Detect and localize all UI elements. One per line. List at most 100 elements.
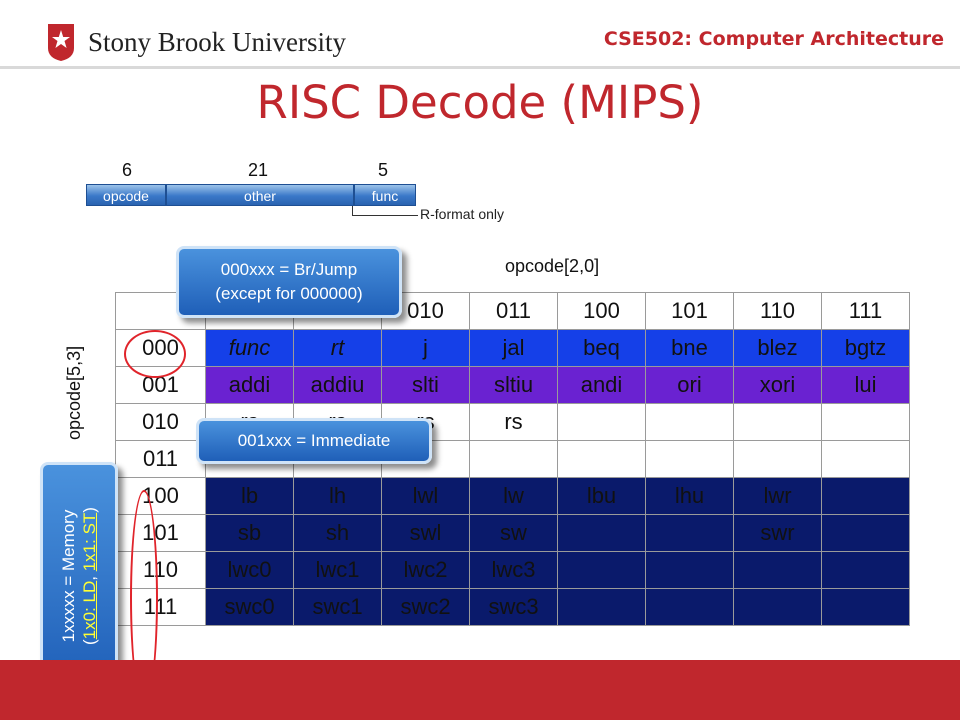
func-bit-width: 5 [378,160,389,180]
header-divider [0,66,960,69]
table-cell: sltiu [469,366,558,404]
func-field: func [354,184,416,206]
column-axis-label: opcode[2,0] [505,256,600,276]
r-format-bracket-line [352,215,418,216]
table-cell: swl [381,514,470,552]
table-cell: beq [557,329,646,367]
table-cell: lwl [381,477,470,515]
row-axis-label: opcode[5,3] [64,345,84,440]
table-cell: lui [821,366,910,404]
memory-callout: 1xxxxx = Memory (1x0: LD, 1x1: ST) [40,462,118,690]
memory-callout-line1: 1xxxxx = Memory [59,509,78,643]
row-header: 111 [115,588,206,626]
immediate-callout: 001xxx = Immediate [196,418,432,464]
table-cell: jal [469,329,558,367]
row-header: 101 [115,514,206,552]
table-cell [645,440,734,478]
table-cell: rt [293,329,382,367]
table-cell [733,551,822,589]
table-cell: lwc1 [293,551,382,589]
table-cell [645,588,734,626]
table-cell [645,403,734,441]
table-cell: lw [469,477,558,515]
table-cell: swr [733,514,822,552]
table-cell: swc0 [205,588,294,626]
table-cell: lhu [645,477,734,515]
separator: , [80,571,99,581]
row-header: 110 [115,551,206,589]
column-header: 011 [469,292,558,330]
table-cell: swc1 [293,588,382,626]
table-cell: sw [469,514,558,552]
table-cell: ori [645,366,734,404]
column-header: 100 [557,292,646,330]
opcode-bit-width: 6 [122,160,133,180]
memory-callout-line2: (1x0: LD, 1x1: ST) [79,471,100,681]
table-cell: func [205,329,294,367]
memory-callout-text: 1xxxxx = Memory (1x0: LD, 1x1: ST) [58,471,100,681]
table-cell [821,477,910,515]
r-format-bracket [352,206,353,216]
table-cell: bne [645,329,734,367]
table-cell [645,514,734,552]
paren-open: ( [80,639,99,645]
table-cell: lwr [733,477,822,515]
footer-band [0,660,960,720]
row-000-highlight-circle [124,330,186,378]
table-cell: sh [293,514,382,552]
university-name: Stony Brook University [88,27,347,57]
table-cell [557,440,646,478]
column-header: 111 [821,292,910,330]
table-cell [469,440,558,478]
table-cell [557,588,646,626]
column-header: 101 [645,292,734,330]
table-cell [821,514,910,552]
table-row: 100 lb lh lwl lw lbu lhu lwr [115,477,910,515]
table-cell [733,440,822,478]
store-pattern: 1x1: ST [80,512,99,572]
table-cell [557,514,646,552]
table-cell [645,551,734,589]
table-cell: swc3 [469,588,558,626]
branch-jump-callout: 000xxx = Br/Jump (except for 000000) [176,246,402,318]
university-seal-icon [48,24,74,61]
row-header: 010 [115,403,206,441]
load-pattern: 1x0: LD [80,580,99,640]
table-row: 000 func rt j jal beq bne blez bgtz [115,329,910,367]
table-cell [821,403,910,441]
table-cell [557,551,646,589]
table-cell [821,440,910,478]
opcode-field: opcode [86,184,166,206]
table-cell [733,403,822,441]
table-cell: xori [733,366,822,404]
row-header: 011 [115,440,206,478]
table-cell: j [381,329,470,367]
table-cell: addiu [293,366,382,404]
table-row: 101 sb sh swl sw swr [115,514,910,552]
table-cell: blez [733,329,822,367]
slide-title: RISC Decode (MIPS) [256,76,704,129]
table-row: 111 swc0 swc1 swc2 swc3 [115,588,910,626]
branch-jump-callout-line1: 000xxx = Br/Jump [220,260,358,279]
table-cell: lh [293,477,382,515]
table-cell: andi [557,366,646,404]
r-format-note: R-format only [420,206,505,222]
table-cell [733,588,822,626]
table-cell [821,588,910,626]
table-cell: lwc0 [205,551,294,589]
table-cell: slti [381,366,470,404]
table-cell: addi [205,366,294,404]
university-logo: Stony Brook University [46,22,346,62]
branch-jump-callout-line2: (except for 000000) [215,284,363,303]
row-header: 100 [115,477,206,515]
paren-close: ) [80,507,99,513]
table-cell: lbu [557,477,646,515]
other-bit-width: 21 [248,160,269,180]
table-cell: lwc2 [381,551,470,589]
other-field: other [166,184,354,206]
table-cell: rs [469,403,558,441]
column-header: 110 [733,292,822,330]
table-cell [821,551,910,589]
table-cell: swc2 [381,588,470,626]
table-cell: lb [205,477,294,515]
